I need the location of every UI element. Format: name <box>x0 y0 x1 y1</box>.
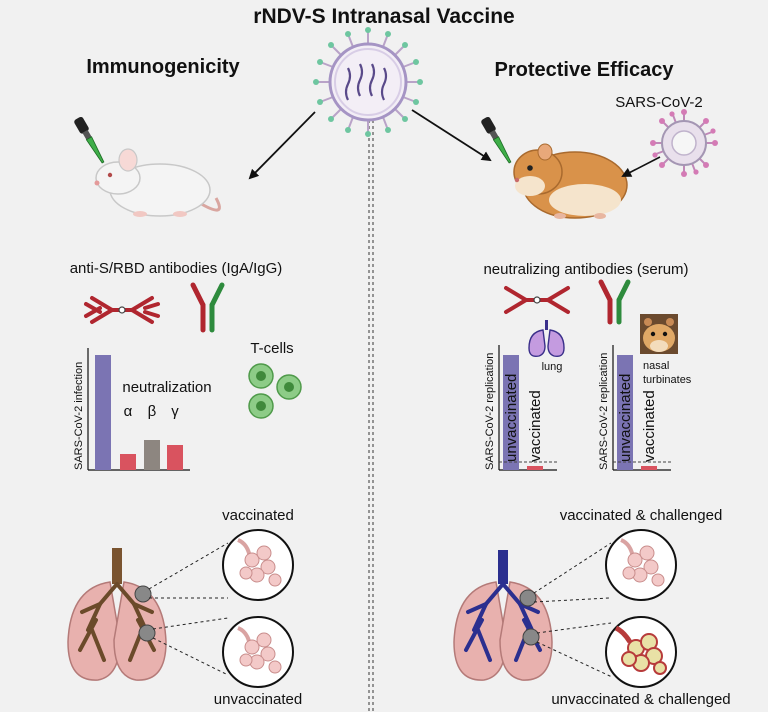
igg-antibody-icon-right <box>598 279 631 325</box>
right-lungs-icon <box>453 550 553 681</box>
sars-cov-2-label: SARS-CoV-2 <box>615 94 703 111</box>
gamma-label: γ <box>171 403 179 420</box>
alveoli-healthy-bottom <box>222 616 294 688</box>
hamster-icon <box>513 143 628 219</box>
left-heading: Immunogenicity <box>86 56 240 78</box>
sars-cov-2-icon <box>650 109 718 177</box>
bar-gamma <box>167 445 183 470</box>
alveoli-healthy-right <box>605 529 677 601</box>
beta-label: β <box>148 403 157 420</box>
chart-y-label: SARS-CoV-2 replication <box>484 353 496 470</box>
arrow-virus-to-hamster <box>621 156 661 177</box>
bar-unvaccinated <box>617 355 633 470</box>
left-lungs-bottom-label: unvaccinated <box>214 691 302 708</box>
bar-label-unvaccinated: unvaccinated <box>503 374 520 462</box>
nasal-label-line1: nasal <box>643 360 669 372</box>
alveoli-infected-right <box>605 616 677 688</box>
right-lungs-top-label: vaccinated & challenged <box>560 507 723 524</box>
right-antibodies-label: neutralizing antibodies (serum) <box>483 261 688 278</box>
alveoli-healthy-top <box>222 529 294 601</box>
chart-y-label: SARS-CoV-2 replication <box>598 353 610 470</box>
hamster-photo-icon <box>640 314 678 354</box>
small-lung-icon <box>528 320 565 358</box>
left-antibodies-label: anti-S/RBD antibodies (IgA/IgG) <box>70 260 283 277</box>
iga-antibody-icon-right <box>504 286 570 314</box>
bar-vaccinated <box>527 466 543 470</box>
bar-label-unvaccinated: unvaccinated <box>617 374 634 462</box>
left-lungs-icon <box>67 548 167 681</box>
bar-vaccinated <box>641 466 657 470</box>
left-zoom-lines <box>148 542 229 676</box>
arrow-to-mouse <box>248 111 316 180</box>
neutralization-label: neutralization <box>122 379 211 396</box>
nasal-replication-chart: SARS-CoV-2 replication unvaccinated vacc… <box>598 345 692 471</box>
lung-replication-chart: SARS-CoV-2 replication unvaccinated vacc… <box>484 345 563 471</box>
bar-unvaccinated <box>503 355 519 470</box>
bar-label-vaccinated: vaccinated <box>527 390 544 462</box>
arrow-to-hamster <box>411 109 492 162</box>
tcells-icon <box>248 363 302 419</box>
left-neutralization-chart: SARS-CoV-2 infection neutralization α β … <box>73 348 212 471</box>
bar-alpha <box>120 454 136 470</box>
lung-label: lung <box>542 361 563 373</box>
chart-y-label: SARS-CoV-2 infection <box>73 362 85 470</box>
figure-title: rNDV-S Intranasal Vaccine <box>253 5 514 28</box>
alpha-label: α <box>124 403 133 420</box>
left-lungs-top-label: vaccinated <box>222 507 294 524</box>
tcells-label: T-cells <box>250 340 293 357</box>
right-zoom-lines <box>533 542 613 678</box>
dropper-icon-right <box>481 116 512 164</box>
iga-antibody-icon <box>84 296 160 324</box>
dropper-icon <box>74 116 105 164</box>
bar-label-vaccinated: vaccinated <box>641 390 658 462</box>
right-heading: Protective Efficacy <box>495 59 675 81</box>
bar-unvaccinated <box>95 355 111 470</box>
nasal-label-line2: turbinates <box>643 374 692 386</box>
igg-antibody-icon <box>190 282 225 333</box>
mouse-icon <box>94 148 221 217</box>
ndv-virus-icon <box>313 27 423 137</box>
right-lungs-bottom-label: unvaccinated & challenged <box>551 691 730 708</box>
bar-beta <box>144 440 160 470</box>
